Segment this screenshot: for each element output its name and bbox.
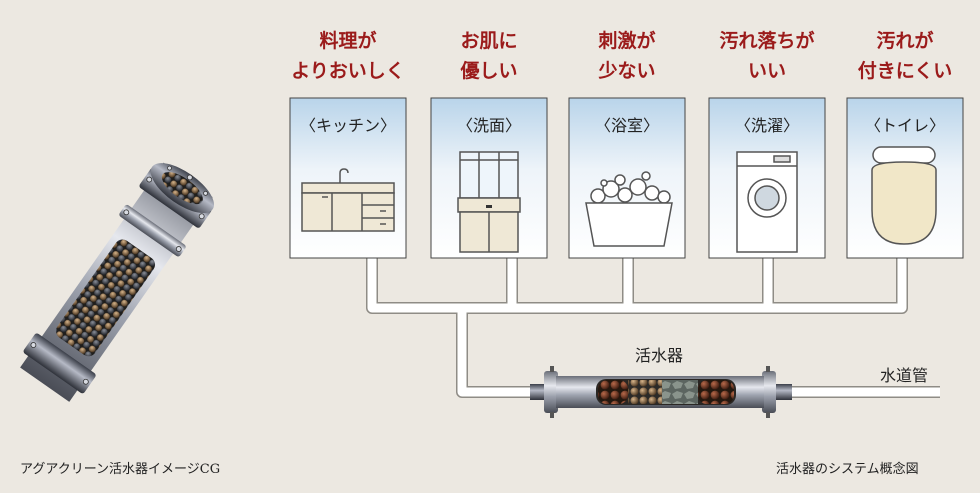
- bathtub-icon: [585, 171, 673, 247]
- room-label-kitchen: 〈キッチン〉: [299, 116, 396, 135]
- benefit-laundry-line1: 汚れ落ちが: [719, 30, 815, 52]
- benefit-washroom-line2: 優しい: [460, 60, 518, 82]
- benefit-toilet-line1: 汚れが: [876, 30, 934, 52]
- room-panel-toilet: [846, 97, 964, 259]
- room-panel-bathroom: [568, 97, 686, 259]
- benefit-bathroom: 刺激が 少ない: [567, 26, 687, 86]
- room-panel-laundry: [708, 97, 826, 259]
- benefit-laundry: 汚れ落ちが いい: [707, 26, 827, 86]
- vanity-icon: [457, 151, 521, 253]
- benefit-washroom-line1: お肌に: [460, 30, 518, 52]
- benefit-bathroom-line2: 少ない: [598, 60, 656, 82]
- benefit-kitchen: 料理が よりおいしく: [288, 26, 408, 86]
- room-label-washroom: 〈洗面〉: [456, 116, 521, 135]
- water-main-label: 水道管: [880, 366, 929, 385]
- washing-machine-icon: [736, 151, 798, 253]
- benefit-kitchen-line1: 料理が: [319, 30, 377, 52]
- benefit-laundry-line2: いい: [747, 60, 786, 82]
- room-panel-kitchen: [289, 97, 407, 259]
- water-conditioner-cg-image: [20, 162, 215, 402]
- water-conditioner-diagram: [530, 366, 792, 418]
- benefit-toilet-line2: 付きにくい: [857, 60, 953, 82]
- cg-image-caption: アグアクリーン活水器イメージCG: [20, 462, 221, 477]
- system-diagram-caption: 活水器のシステム概念図: [776, 462, 919, 477]
- kitchen-sink-icon: [301, 168, 395, 232]
- room-label-bathroom: 〈浴室〉: [594, 116, 659, 135]
- room-label-toilet: 〈トイレ〉: [864, 116, 945, 135]
- benefit-bathroom-line1: 刺激が: [598, 30, 656, 52]
- benefit-toilet: 汚れが 付きにくい: [845, 26, 965, 86]
- pipe-network: [366, 255, 940, 398]
- toilet-icon: [871, 146, 937, 245]
- room-label-laundry: 〈洗濯〉: [734, 116, 799, 135]
- benefit-washroom: お肌に 優しい: [429, 26, 549, 86]
- benefit-kitchen-line2: よりおいしく: [291, 60, 405, 82]
- room-panel-washroom: [430, 97, 548, 259]
- filter-label: 活水器: [635, 346, 684, 365]
